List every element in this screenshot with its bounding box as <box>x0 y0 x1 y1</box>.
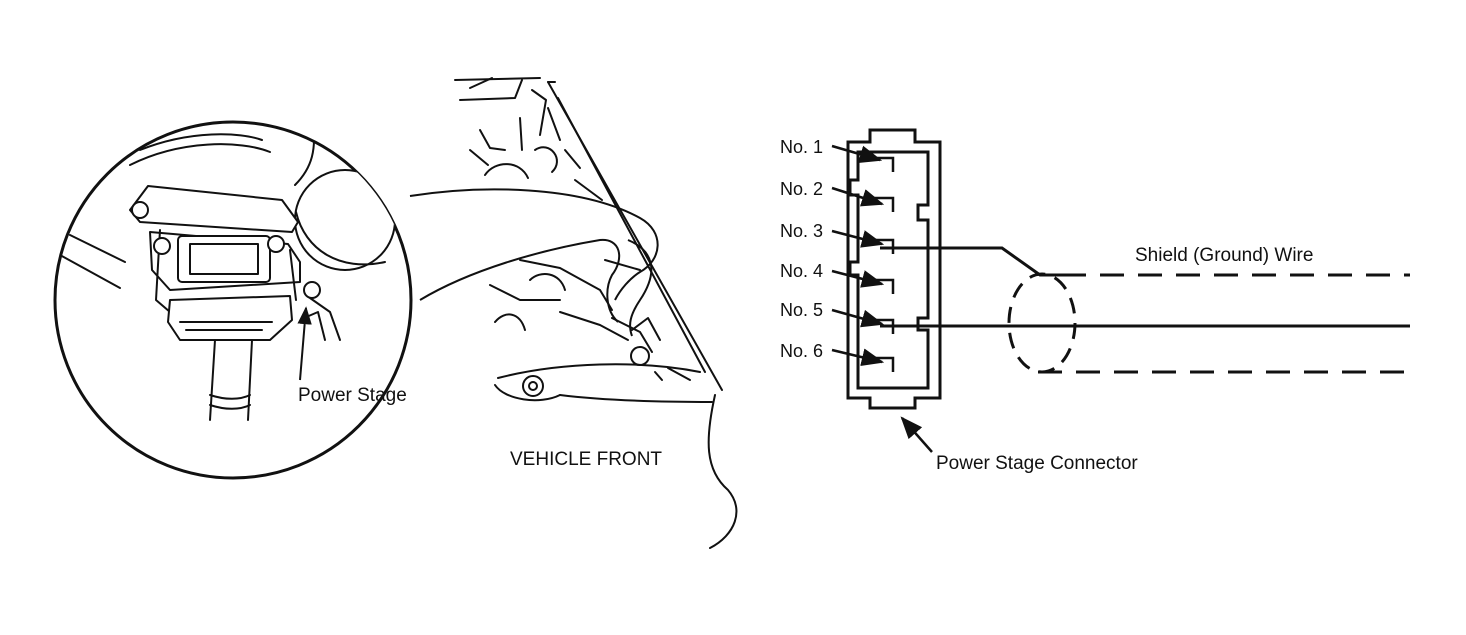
connector-outer <box>848 130 940 408</box>
connector-inner <box>850 152 928 388</box>
pin-arrow-5 <box>832 310 885 328</box>
label-pin-1: No. 1 <box>780 137 824 157</box>
label-connector: Power Stage Connector <box>936 453 1138 474</box>
label-pin-6: No. 6 <box>780 341 824 361</box>
label-pin-4: No. 4 <box>780 261 824 281</box>
ground-wire <box>880 248 1062 275</box>
pin-arrow-6 <box>832 348 885 367</box>
label-pin-3: No. 3 <box>780 221 824 241</box>
pin-terminals <box>870 158 893 372</box>
pin-arrow-1 <box>832 146 883 163</box>
pin-arrow-2 <box>832 188 885 207</box>
connector-leader <box>900 416 932 452</box>
magnifier-view <box>55 110 411 478</box>
power-stage-leader <box>297 306 312 380</box>
pin-arrows <box>832 146 885 367</box>
label-pin-2: No. 2 <box>780 179 824 199</box>
pin-arrow-4 <box>832 271 885 288</box>
label-shield-wire: Shield (Ground) Wire <box>1135 245 1314 266</box>
label-vehicle-front: VEHICLE FRONT <box>510 449 663 470</box>
label-pin-5: No. 5 <box>780 300 824 320</box>
shield-ellipse <box>1009 274 1075 372</box>
label-power-stage: Power Stage <box>298 385 407 406</box>
magnifier-band <box>410 189 658 336</box>
pin-arrow-3 <box>832 231 885 248</box>
engine-bay-sketch <box>455 78 736 548</box>
wires <box>880 248 1410 372</box>
